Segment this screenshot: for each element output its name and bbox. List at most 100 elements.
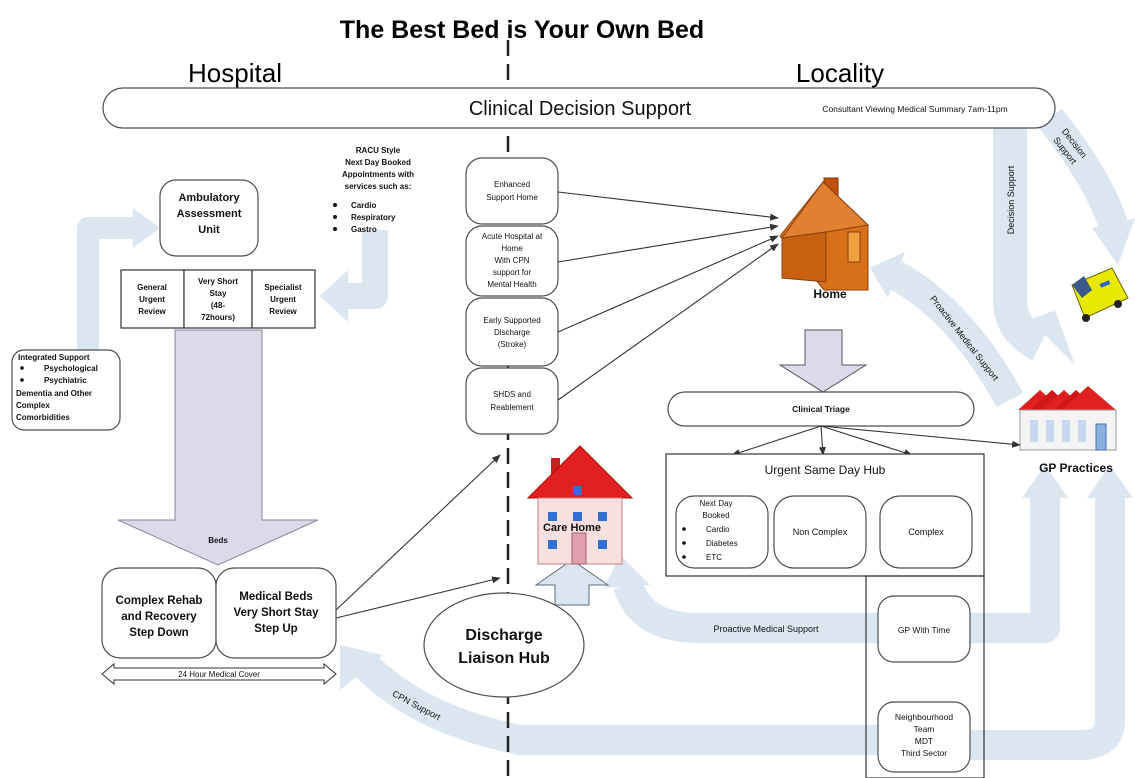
acute-hospital-home-box xyxy=(465,225,559,297)
early-supported-discharge-line: Discharge xyxy=(494,328,531,337)
acute-hospital-home-line: support for xyxy=(493,268,532,277)
flow-arrowhead-racu xyxy=(320,270,348,322)
beds-arrow xyxy=(117,329,319,566)
flow-arrowhead-care-home xyxy=(604,555,650,588)
racu-line: Next Day Booked xyxy=(345,158,411,167)
racu-bullet: Cardio xyxy=(351,201,376,210)
clinical-decision-support-bar xyxy=(102,87,1056,129)
proactive-support-upper-label: Proactive Medical Support xyxy=(928,294,1001,383)
community-container xyxy=(865,575,985,778)
ambulatory-assessment-unit xyxy=(159,179,259,257)
very-short-stay-line: (48- xyxy=(211,301,226,310)
arrow-beds-to-liaison xyxy=(335,576,501,619)
decision-support-vertical-label: Decision Support xyxy=(1006,165,1016,234)
integrated-support-tail: Dementia and Other xyxy=(16,389,92,398)
integrated-support-tail: Comorbidities xyxy=(16,413,70,422)
next-day-booked-box xyxy=(675,495,769,569)
shds-reablement-line: Reablement xyxy=(490,403,534,412)
flow-arrowhead-gp-practices-a xyxy=(1022,465,1068,498)
clinical-triage-label: Clinical Triage xyxy=(792,404,850,414)
very-short-stay-box xyxy=(183,269,253,329)
racu-bullets: Cardio Respiratory Gastro xyxy=(333,201,396,234)
racu-line: Appointments with xyxy=(342,170,414,179)
medical-beds-line: Very Short Stay xyxy=(233,607,319,619)
shds-reablement-box xyxy=(465,367,559,435)
flow-band-integrated-to-ambulatory xyxy=(77,217,135,350)
gp-practices-icon xyxy=(1018,386,1117,451)
next-day-booked-bullet: Diabetes xyxy=(706,539,738,548)
gp-practices-label: GP Practices xyxy=(1039,461,1113,475)
flow-arrowhead-ambulatory xyxy=(133,208,160,248)
acute-hospital-home-line: Home xyxy=(501,244,523,253)
complex-rehab-line: Complex Rehab xyxy=(116,595,203,607)
next-day-booked-bullet: ETC xyxy=(706,553,722,562)
flow-band-gp-to-gp-with-time xyxy=(970,490,1060,643)
care-home-icon xyxy=(526,445,634,565)
discharge-liaison-line: Liaison Hub xyxy=(458,650,550,667)
gp-with-time-label: GP With Time xyxy=(898,625,951,635)
home-icon xyxy=(779,177,870,291)
specialist-urgent-review-line: Review xyxy=(269,307,297,316)
very-short-stay-line: Stay xyxy=(210,289,227,298)
acute-hospital-home-line: Mental Health xyxy=(487,280,536,289)
non-complex-box xyxy=(773,495,867,569)
flow-band-racu xyxy=(345,230,388,309)
triage-arrows xyxy=(731,425,1021,456)
ambulatory-line: Assessment xyxy=(177,208,242,220)
diagram-title: The Best Bed is Your Own Bed xyxy=(340,16,704,44)
flow-arrowhead-ambulance xyxy=(1092,218,1135,265)
enhanced-support-home-box xyxy=(465,157,559,225)
care-home-label: Care Home xyxy=(543,522,601,534)
flow-arrowhead-gp-from-top xyxy=(1030,310,1075,365)
specialist-urgent-review-line: Urgent xyxy=(270,295,296,304)
neighbourhood-team-box xyxy=(877,701,971,773)
beds-label: Beds xyxy=(208,536,228,545)
acute-hospital-home-line: With CPN xyxy=(494,256,529,265)
neighbourhood-team-line: MDT xyxy=(915,736,933,746)
discharge-liaison-hub xyxy=(423,592,585,698)
shds-reablement-line: SHDS and xyxy=(493,390,531,399)
flow-arrowhead-gp-practices-b xyxy=(1087,465,1133,498)
enhanced-support-home-line: Enhanced xyxy=(494,180,530,189)
general-urgent-review-line: General xyxy=(137,283,167,292)
general-urgent-review-box xyxy=(120,269,185,329)
enhanced-support-home-line: Support Home xyxy=(486,193,538,202)
medical-cover-label: 24 Hour Medical Cover xyxy=(178,670,260,679)
complex-label: Complex xyxy=(908,527,944,537)
racu-bullet: Respiratory xyxy=(351,213,396,222)
flow-arrowhead-medical-beds xyxy=(340,645,383,690)
non-complex-label: Non Complex xyxy=(793,527,848,537)
flow-band-proactive-lower xyxy=(613,580,880,643)
medical-beds-line: Medical Beds xyxy=(239,591,313,603)
racu-line: services such as: xyxy=(345,182,412,191)
next-day-booked-bullet: Cardio xyxy=(706,525,730,534)
next-day-booked-line: Booked xyxy=(702,511,729,520)
ambulatory-line: Ambulatory xyxy=(178,192,240,204)
racu-line: RACU Style xyxy=(356,146,401,155)
very-short-stay-line: 72hours) xyxy=(201,313,235,322)
general-urgent-review-line: Review xyxy=(138,307,166,316)
ambulatory-line: Unit xyxy=(198,224,220,236)
general-urgent-review-line: Urgent xyxy=(139,295,165,304)
gp-with-time-box xyxy=(877,595,971,663)
integrated-support-heading: Integrated Support xyxy=(18,353,90,362)
complex-rehab-line: Step Down xyxy=(129,627,188,639)
neighbourhood-team-line: Team xyxy=(914,724,935,734)
neighbourhood-team-line: Neighbourhood xyxy=(895,712,953,722)
complex-rehab-line: and Recovery xyxy=(121,611,197,623)
clinical-decision-support-label: Clinical Decision Support xyxy=(469,98,692,120)
flow-bands xyxy=(77,108,1135,760)
flow-band-decision-support-vertical xyxy=(993,118,1049,361)
next-day-booked-line: Next Day xyxy=(700,499,733,508)
flow-band-proactive-upper xyxy=(887,261,1024,408)
proactive-support-lower-label: Proactive Medical Support xyxy=(713,624,819,634)
integrated-support-tail: Complex xyxy=(16,401,50,410)
neighbourhood-team-line: Third Sector xyxy=(901,748,947,758)
locality-heading: Locality xyxy=(796,58,884,88)
hospital-heading: Hospital xyxy=(188,58,282,88)
flow-arrow-home-to-triage xyxy=(778,329,868,393)
integrated-support-box xyxy=(11,349,121,431)
home-label: Home xyxy=(813,287,847,301)
specialist-urgent-review-line: Specialist xyxy=(264,283,302,292)
